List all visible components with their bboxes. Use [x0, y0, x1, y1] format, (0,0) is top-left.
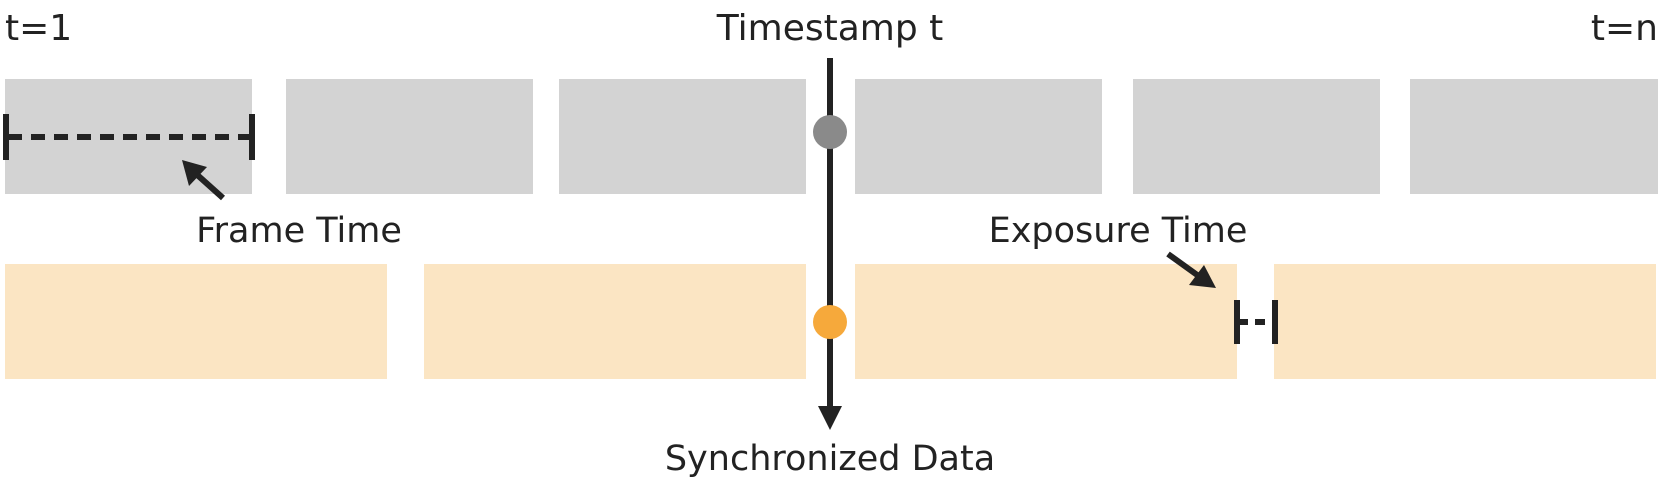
exposure-time-arrow-head	[1189, 265, 1216, 288]
top-frame-row	[5, 79, 1658, 194]
frame-time-label: Frame Time	[196, 211, 402, 251]
top-frame-3	[559, 79, 806, 194]
end-label: t=n	[1591, 8, 1658, 49]
exposure-time-span	[1234, 300, 1278, 344]
bottom-sync-marker	[813, 305, 847, 339]
frame-time-arrow-shaft	[191, 169, 226, 201]
top-frame-2	[286, 79, 533, 194]
frame-time-arrow-head	[182, 160, 207, 186]
exposure-time-arrow-shaft	[1166, 251, 1202, 280]
exposure-time-label: Exposure Time	[989, 211, 1248, 251]
bottom-frame-2	[424, 264, 806, 379]
top-frame-6	[1410, 79, 1658, 194]
frame-time-span	[3, 114, 255, 160]
bottom-frame-row	[5, 264, 1656, 379]
timestamp-arrow-head	[818, 406, 842, 430]
bottom-frame-4	[1274, 264, 1656, 379]
timestamp-label: Timestamp t	[716, 8, 944, 49]
timestamp-axis	[818, 58, 842, 430]
start-label: t=1	[5, 8, 72, 49]
synchronized-data-label: Synchronized Data	[665, 439, 995, 479]
top-sync-marker	[813, 115, 847, 149]
bottom-frame-1	[5, 264, 387, 379]
frame-time-arrow	[182, 160, 226, 201]
top-frame-4	[855, 79, 1102, 194]
exposure-time-arrow	[1166, 251, 1216, 288]
bottom-frame-3	[855, 264, 1237, 379]
top-frame-5	[1133, 79, 1380, 194]
